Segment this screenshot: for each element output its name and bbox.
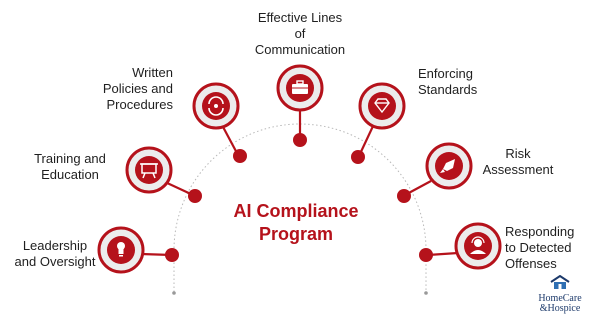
logo-line2: &Hospice <box>539 303 581 314</box>
center-title: AI Compliance Program <box>196 200 396 246</box>
arc-dot-risk <box>397 189 411 203</box>
arc-dot-standards <box>351 150 365 164</box>
node-standards <box>358 82 406 130</box>
connector-responding <box>427 251 459 257</box>
connector-policies <box>221 124 239 156</box>
logo-line1: HomeCare <box>538 293 582 304</box>
arc-dot-policies <box>233 149 247 163</box>
label-training: Training and Education <box>34 151 106 182</box>
lightbulb-icon <box>117 242 125 257</box>
logo: HomeCare &Hospice <box>532 274 588 319</box>
presentation-board-icon <box>140 163 158 179</box>
arc-dot-responding <box>419 248 433 262</box>
briefcase-icon <box>292 80 308 94</box>
arc-dot-training <box>188 189 202 203</box>
arc-end-dot-right <box>424 291 428 295</box>
node-communication <box>276 64 324 112</box>
node-training <box>125 146 173 194</box>
diamond-icon <box>374 98 390 114</box>
gear-cycle-icon <box>208 96 224 116</box>
label-leadership: Leadership and Oversight <box>14 238 96 269</box>
node-responding <box>454 222 502 270</box>
house-logo-icon <box>550 274 570 289</box>
rocket-icon <box>440 159 455 173</box>
connector-standards <box>358 123 375 157</box>
node-risk <box>425 142 473 190</box>
center-title-line2: Program <box>258 224 334 244</box>
arc-dot-communication <box>293 133 307 147</box>
support-agent-icon <box>470 236 486 254</box>
label-standards: Enforcing Standards <box>418 66 478 97</box>
label-policies: Written Policies and Procedures <box>102 65 173 112</box>
connector-training <box>164 181 194 196</box>
label-responding: Responding to Detected Offenses <box>505 224 575 271</box>
node-policies <box>192 82 240 130</box>
center-title-line1: AI Compliance <box>233 201 359 221</box>
arc-end-dot-left <box>172 291 176 295</box>
node-leadership <box>97 226 145 274</box>
label-communication: Effective Lines of Communication <box>254 10 346 57</box>
arc-dot-leadership <box>165 248 179 262</box>
label-risk: Risk Assessment <box>482 146 554 177</box>
